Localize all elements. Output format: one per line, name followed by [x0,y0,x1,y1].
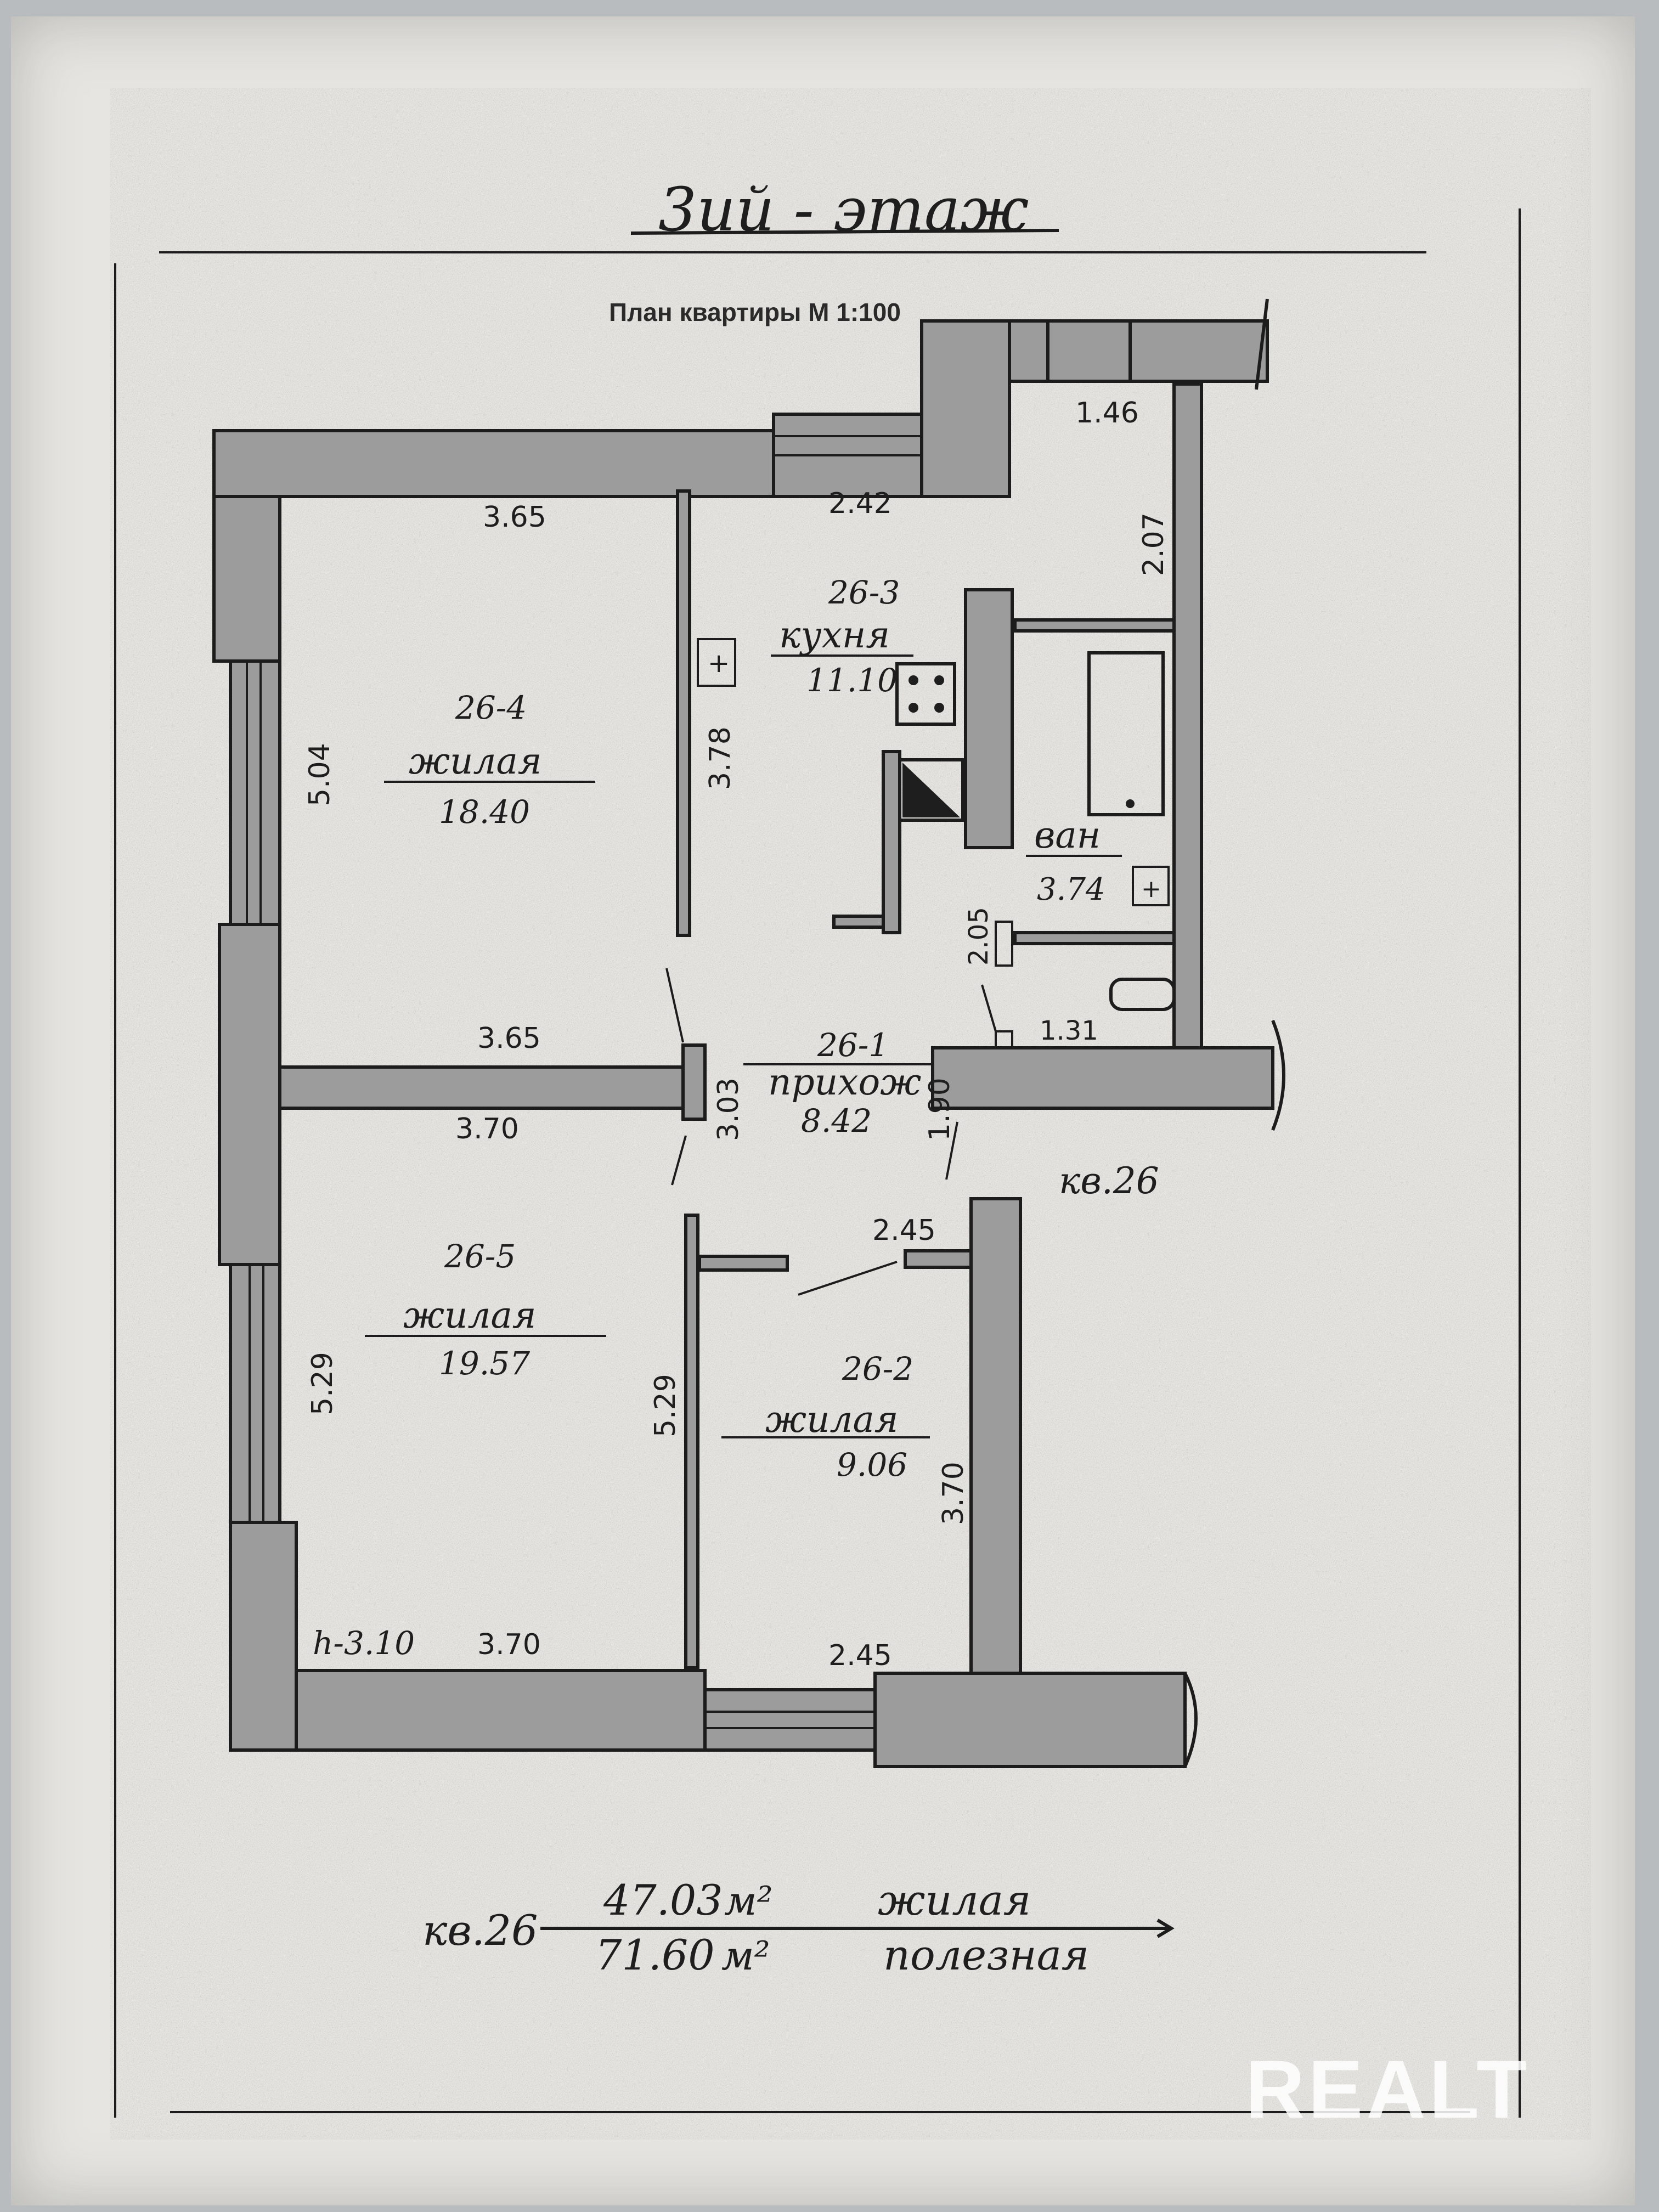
wall-left-2 [218,923,281,1266]
apartment-label: кв.26 [1059,1160,1159,1202]
summary-total-label: полезная [883,1931,1089,1979]
toilet-icon [1109,978,1176,1011]
summary-living-area: 47.03 [603,1876,723,1925]
svg-text:9.06: 9.06 [837,1446,907,1483]
wall-right-room2 [969,1197,1022,1675]
wall-left-3 [229,1521,298,1752]
partition-door-post [681,1043,707,1121]
window-bottom [703,1688,877,1752]
svg-text:11.10: 11.10 [806,662,898,699]
dim-corridor-top: 1.46 [1075,397,1139,430]
svg-text:жилая: жилая [403,1294,537,1336]
bath-sink-icon [1132,866,1170,906]
area-summary: кв.26 47.03 м² жилая 71.60 м² полезная [422,1876,1175,1979]
svg-text:26-2: 26-2 [842,1350,913,1387]
partition-rooms [278,1065,704,1110]
svg-text:26-3: 26-3 [828,574,900,611]
svg-text:+: + [708,648,730,679]
door-room2 [798,1261,898,1296]
stove-icon [895,662,956,726]
dim-mid-upper: 3.65 [477,1022,541,1055]
svg-text:26-1: 26-1 [817,1026,889,1064]
chimney-icon [898,758,964,822]
partition-nook-stub [832,915,885,929]
svg-text:19.57: 19.57 [439,1345,530,1382]
dim-room2-right: 3.70 [937,1462,970,1525]
title-underline [630,229,1059,235]
door-room5 [671,1135,687,1186]
dim-bath-door: 2.05 [963,907,994,966]
room-26-2: 26-2 жилая 9.06 [721,1350,930,1483]
partition-bath-mid [1013,931,1176,945]
ceiling-height: h-3.10 [313,1624,415,1662]
svg-text:26-4: 26-4 [455,689,527,726]
svg-text:прихож: прихож [768,1061,921,1103]
wall-top-left [212,429,775,498]
partition-stove-nook [882,750,901,934]
wall-bottom-right [873,1672,1187,1768]
summary-total-area: 71.60 [595,1931,715,1979]
partition-room2 [684,1214,699,1669]
dim-kitchen-height: 3.78 [704,726,737,790]
dim-left-bottom: 5.29 [306,1352,339,1415]
door-entrance [945,1121,958,1180]
partition-kitchen [676,489,691,937]
wall-right-bath [1172,382,1203,1049]
svg-text:кухня: кухня [779,614,890,656]
partition-bath-top [1013,618,1176,633]
dim-kitchen-top: 2.42 [828,487,892,520]
room-26-4: 26-4 жилая 18.40 [384,689,595,831]
room-bath: ван 3.74 [1026,814,1122,907]
dim-room2-top: 2.45 [872,1214,936,1247]
break-right [1271,1019,1285,1131]
svg-text:+: + [1141,875,1161,903]
realt-watermark: REALT [1245,2043,1530,2135]
dim-wc: 1.31 [1040,1015,1098,1046]
svg-text:8.42: 8.42 [801,1102,872,1139]
kitchen-sink-icon [697,638,736,687]
partition-kitchen-right [964,588,1014,849]
room-26-5: 26-5 жилая 19.57 [365,1238,606,1382]
plan-caption: План квартиры М 1:100 [609,298,901,326]
dim-bottom-right: 2.45 [828,1639,892,1672]
door-room4 [665,968,684,1043]
wall-left-1 [212,495,281,663]
break-bottom [1183,1672,1198,1768]
svg-text:жилая: жилая [409,740,542,782]
svg-text:ван: ван [1034,814,1101,856]
room-26-3: 26-3 кухня 11.10 [771,574,913,699]
wc-door-post [995,921,1013,967]
wall-stub [1008,319,1049,383]
dim-hall-side: 1.90 [923,1077,956,1141]
dim-bottom-left: 3.70 [477,1628,541,1661]
dim-left-top: 5.04 [303,743,336,806]
svg-text:жилая: жилая [765,1398,899,1441]
partition-room2-stub [698,1255,789,1272]
summary-living-label: жилая [878,1876,1031,1925]
dim-mid-lower: 3.70 [455,1113,519,1146]
window-corridor [1046,319,1132,383]
dim-corridor-side: 2.07 [1137,512,1170,576]
partition-room2-stub-right [904,1249,973,1269]
dim-hall-height: 3.03 [712,1077,745,1141]
wall-bottom-left [295,1669,707,1752]
summary-unit-total: м² [721,1933,770,1979]
dim-room5-right: 5.29 [649,1374,682,1437]
wall-top-right [1128,319,1269,383]
wall-top-mid [920,319,1011,498]
door-bath [981,984,997,1032]
dim-top-left: 3.65 [483,501,546,534]
break-top [1255,298,1269,390]
wall-entrance [931,1046,1274,1110]
window-left-1 [229,659,281,926]
svg-text:26-5: 26-5 [444,1238,516,1275]
window-left-2 [229,1263,281,1524]
summary-unit-living: м² [724,1878,773,1924]
bathtub-icon [1087,651,1165,816]
summary-apt: кв.26 [422,1906,538,1955]
svg-text:18.40: 18.40 [439,793,530,831]
svg-text:3.74: 3.74 [1037,872,1105,907]
room-26-1: 26-1 прихож 8.42 [743,1026,933,1139]
